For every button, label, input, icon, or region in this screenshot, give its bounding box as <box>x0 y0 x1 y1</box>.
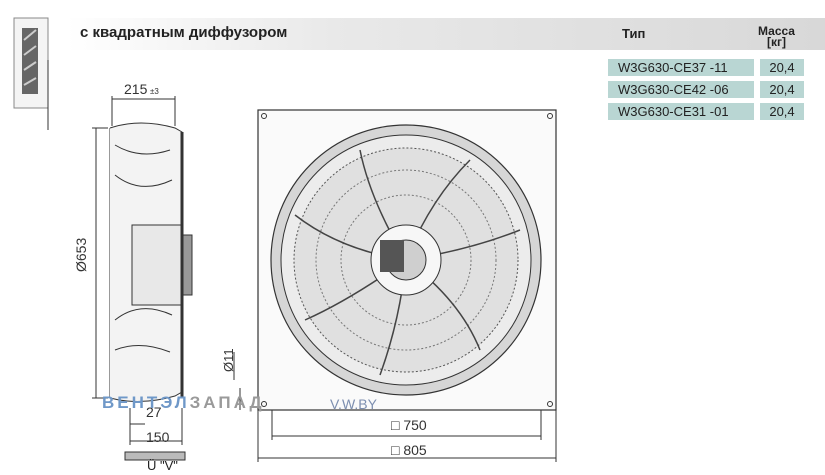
table-header-mass-unit: [кг] <box>766 35 786 49</box>
front-view <box>233 109 557 462</box>
dim-inner-square: □ 750 <box>391 417 427 433</box>
type-cell: W3G630-CE31 -01 <box>608 103 754 120</box>
dim-depth: 215 <box>124 81 148 97</box>
dim-diameter: Ø653 <box>73 238 89 272</box>
watermark-part1: ВЕНТ <box>102 393 161 412</box>
dim-hole: Ø11 <box>221 348 236 372</box>
mass-cell: 20,4 <box>760 59 804 76</box>
type-cell: W3G630-CE42 -06 <box>608 81 754 98</box>
type-cell: W3G630-CE37 -11 <box>608 59 754 76</box>
dim-outer-square: □ 805 <box>391 442 427 458</box>
view-label: Ü "V" <box>147 458 178 473</box>
side-view <box>92 96 193 461</box>
page-title: с квадратным диффузором <box>80 24 288 41</box>
header-bar <box>66 18 825 50</box>
watermark-domain: V.W.BY <box>330 396 377 412</box>
table-header-mass: Масса [кг] <box>758 24 795 49</box>
watermark-part2: ЭЛ <box>160 393 190 412</box>
dim-mount: 150 <box>146 429 170 445</box>
table-header-mass-label: Масса <box>758 24 795 38</box>
table-header-type: Тип <box>622 26 646 41</box>
fan-thumbnail <box>13 17 49 130</box>
watermark: ВЕНТЭЛЗАПАД <box>102 393 265 413</box>
mass-cell: 20,4 <box>760 81 804 98</box>
watermark-part3: ЗАПАД <box>189 393 265 412</box>
mass-cell: 20,4 <box>760 103 804 120</box>
dim-flange: 27 <box>146 404 162 420</box>
dim-depth-tolerance: ±3 <box>150 87 159 96</box>
